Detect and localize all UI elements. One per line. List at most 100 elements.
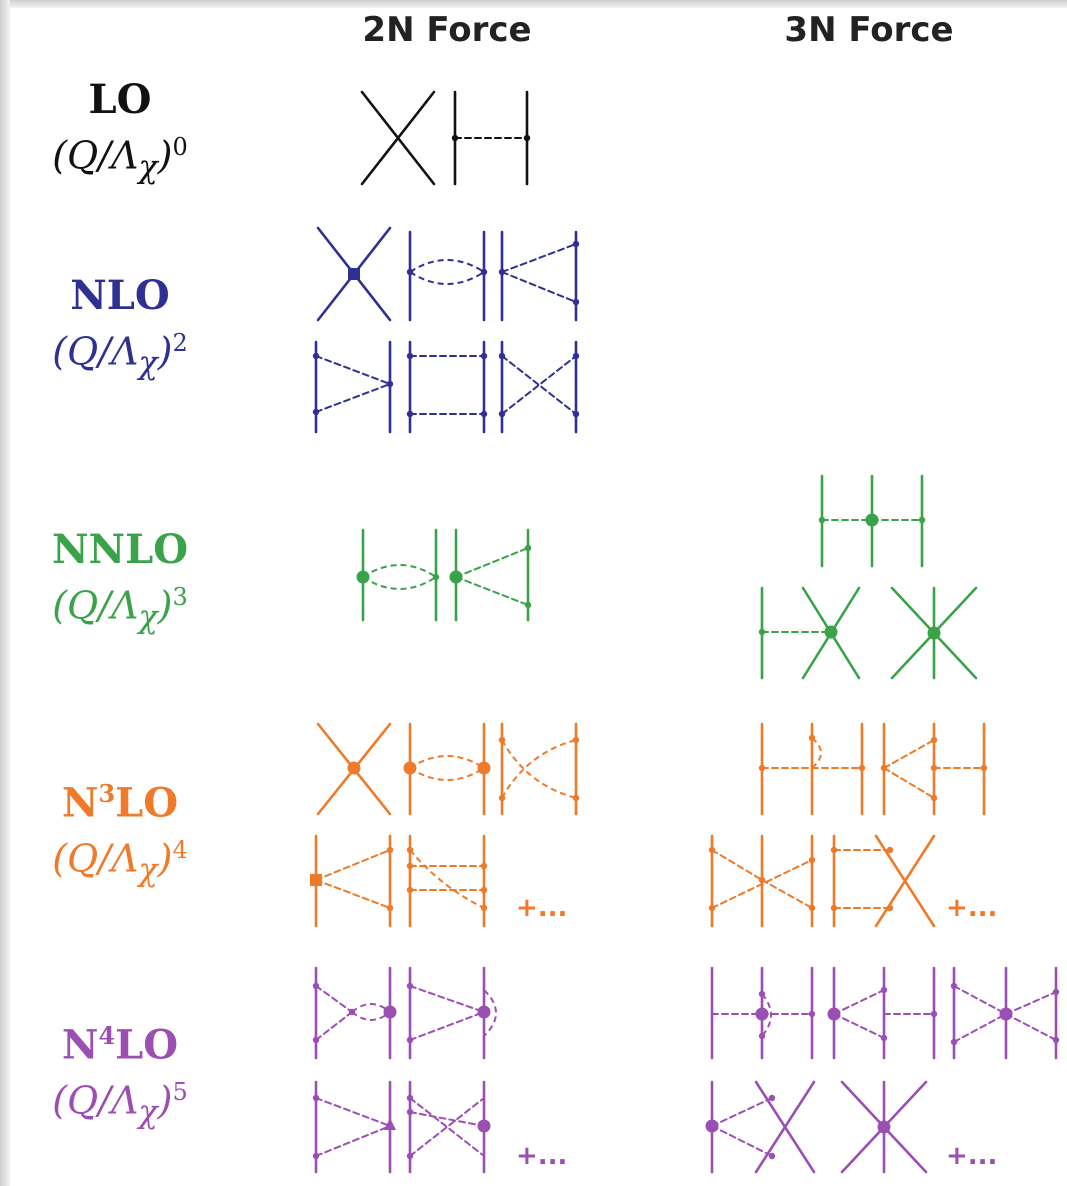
vertex-dot [449,570,463,584]
vertex-dot [808,856,816,864]
pion-loop [483,989,497,1037]
vertex-dot [758,764,766,772]
vertex-dot [498,410,506,418]
vertex-dot [406,1036,414,1044]
row-name: LO [88,76,152,123]
vertex-dot [808,904,816,912]
row-order: (Q/Λχ)2 [52,329,188,382]
vertex-dot [880,986,888,994]
vertex-dot [498,352,506,360]
vertex-dot [406,1094,414,1102]
vertex-dot [451,134,459,142]
vertex-dot [406,410,414,418]
ellipsis-label: +... [516,1141,567,1171]
vertex-dot [858,764,866,772]
diagram-n4lo-3n-crossed [950,966,1060,1060]
pion-loop [351,1003,391,1013]
vertex-dot [406,1152,414,1160]
nucleon-line [360,90,436,186]
pion-line [409,1011,485,1041]
pion-line [711,1125,773,1157]
vertex-dot [830,846,838,854]
pion-line [455,547,529,578]
vertex-dot [347,761,361,775]
vertex-dot [865,513,879,527]
pion-line [409,1097,485,1157]
ellipsis-label: +... [946,893,997,923]
pion-loop [409,271,485,285]
pion-line [501,355,577,415]
pion-line [455,576,529,606]
n4lo-3n-more: +... [946,1141,997,1171]
nucleon-line [754,1080,816,1174]
vertex-dot [886,904,894,912]
window-frame-top [0,0,1067,8]
pion-line [315,1125,391,1157]
vertex-dot [480,268,488,276]
vertex-dot [1052,988,1060,996]
vertex-dot [880,1034,888,1042]
pion-loop [409,259,485,273]
vertex-dot [930,794,938,802]
vertex-dot [572,352,580,360]
diagram-n4lo-3n-contact [840,1080,928,1174]
diagram-nlo-box [406,340,488,434]
pion-line [953,985,1007,1015]
row-name: NNLO [51,526,189,573]
vertex-dot [572,410,580,418]
diagram-nnlo-3n-two-pion [818,474,926,568]
pion-loop [761,993,772,1037]
vertex-dot [927,626,941,640]
pion-line [883,739,935,769]
pion-loop [351,1011,391,1021]
vertex-dot [886,846,894,854]
pion-line [883,767,935,799]
diagram-n4lo-3n-ring [710,966,816,1060]
vertex-dot [758,628,766,636]
diagram-n4lo-3n-triangle [827,966,938,1060]
vertex-dot [406,268,414,276]
pion-line [315,879,391,909]
pion-loop [409,767,485,781]
pion-line [409,985,485,1013]
vertex-dot [758,1032,766,1040]
diagram-nnlo-3n-one-pion-contact [758,586,861,680]
row-order: (Q/Λχ)4 [52,836,188,889]
vertex-dot [768,1152,776,1160]
diagram-n3lo-crossed-loop [498,722,580,816]
diagram-nlo-contact [316,226,392,322]
pion-line [833,989,885,1015]
column-header-3n-force: 3N Force [784,10,954,50]
diagram-n3lo-contact [316,722,392,816]
pion-loop [362,564,437,578]
diagram-lo-contact [360,90,436,186]
vertex-dot [477,1119,491,1133]
pion-loop [409,849,485,909]
diagram-n3lo-3n-contact-loop [830,834,936,928]
vertex-dot [480,410,488,418]
vertex-dot [827,1007,841,1021]
vertex-dot [808,1010,816,1018]
vertex-dot [406,846,414,854]
pion-line [1005,991,1057,1015]
window-frame-left [0,0,10,1186]
vertex-dot [403,761,417,775]
vertex-dot [524,601,532,609]
column-header-2n-force: 2N Force [362,10,532,50]
diagram-nlo-triangle-mirror [312,340,394,434]
row-label-nnlo: NNLO (Q/Λχ)3 [0,526,240,640]
vertex-dot [524,544,532,552]
pion-line [711,1097,773,1127]
vertex-dot [758,876,766,884]
vertex-dot [999,1007,1013,1021]
vertex-dot [312,1152,320,1160]
vertex-dot [523,134,531,142]
vertex-dot [480,352,488,360]
diagram-nlo-football [406,230,488,322]
pion-line [315,985,353,1013]
pion-line [501,355,577,415]
vertex-dot [950,1038,958,1046]
vertex-dot [950,982,958,990]
vertex-dot [477,761,491,775]
